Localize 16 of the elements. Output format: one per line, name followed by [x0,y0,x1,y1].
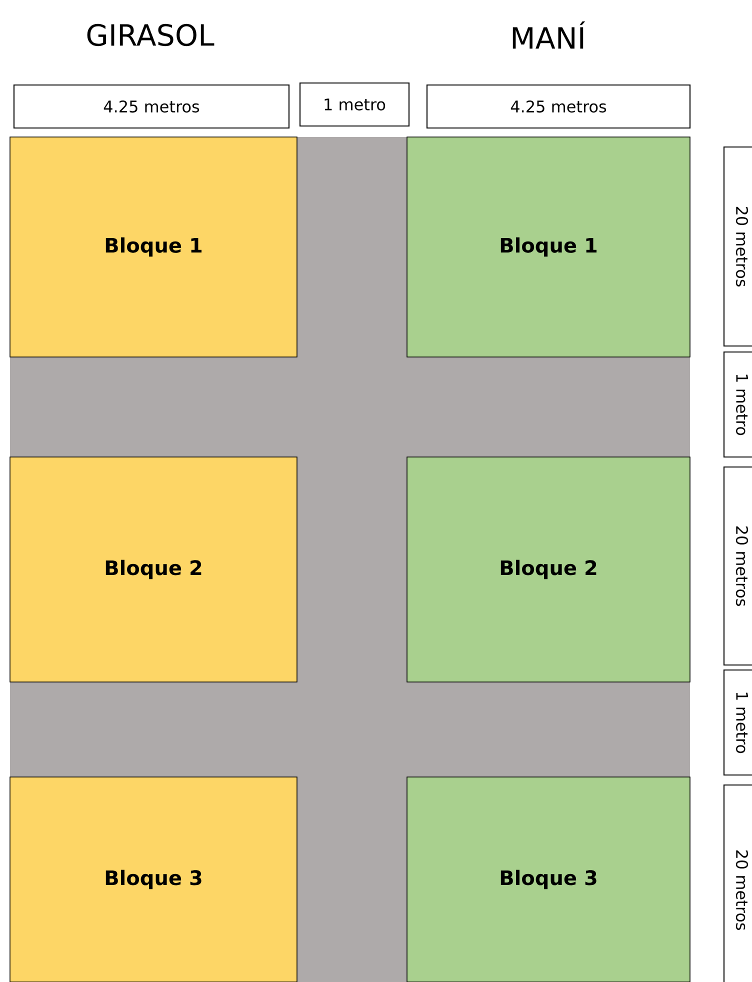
field-block: Bloque 3 [10,776,298,982]
field-block: Bloque 3 [406,776,690,982]
column-title: MANÍ [512,21,586,49]
dimension-box: 1 metro [723,669,752,776]
dimension-box: 1 metro [299,82,410,127]
dimension-box: 20 metros [723,466,752,666]
field-block: Bloque 2 [406,456,690,682]
dimension-box: 20 metros [723,784,752,982]
column-title: GIRASOL [87,24,214,46]
dimension-box: 20 metros [723,146,752,347]
field-block: Bloque 1 [406,136,690,358]
field-block: Bloque 1 [10,136,298,358]
dimension-box: 1 metro [723,351,752,458]
dimension-box: 4.25 metros [426,84,691,129]
field-block: Bloque 2 [10,456,298,682]
dimension-box: 4.25 metros [13,84,290,129]
